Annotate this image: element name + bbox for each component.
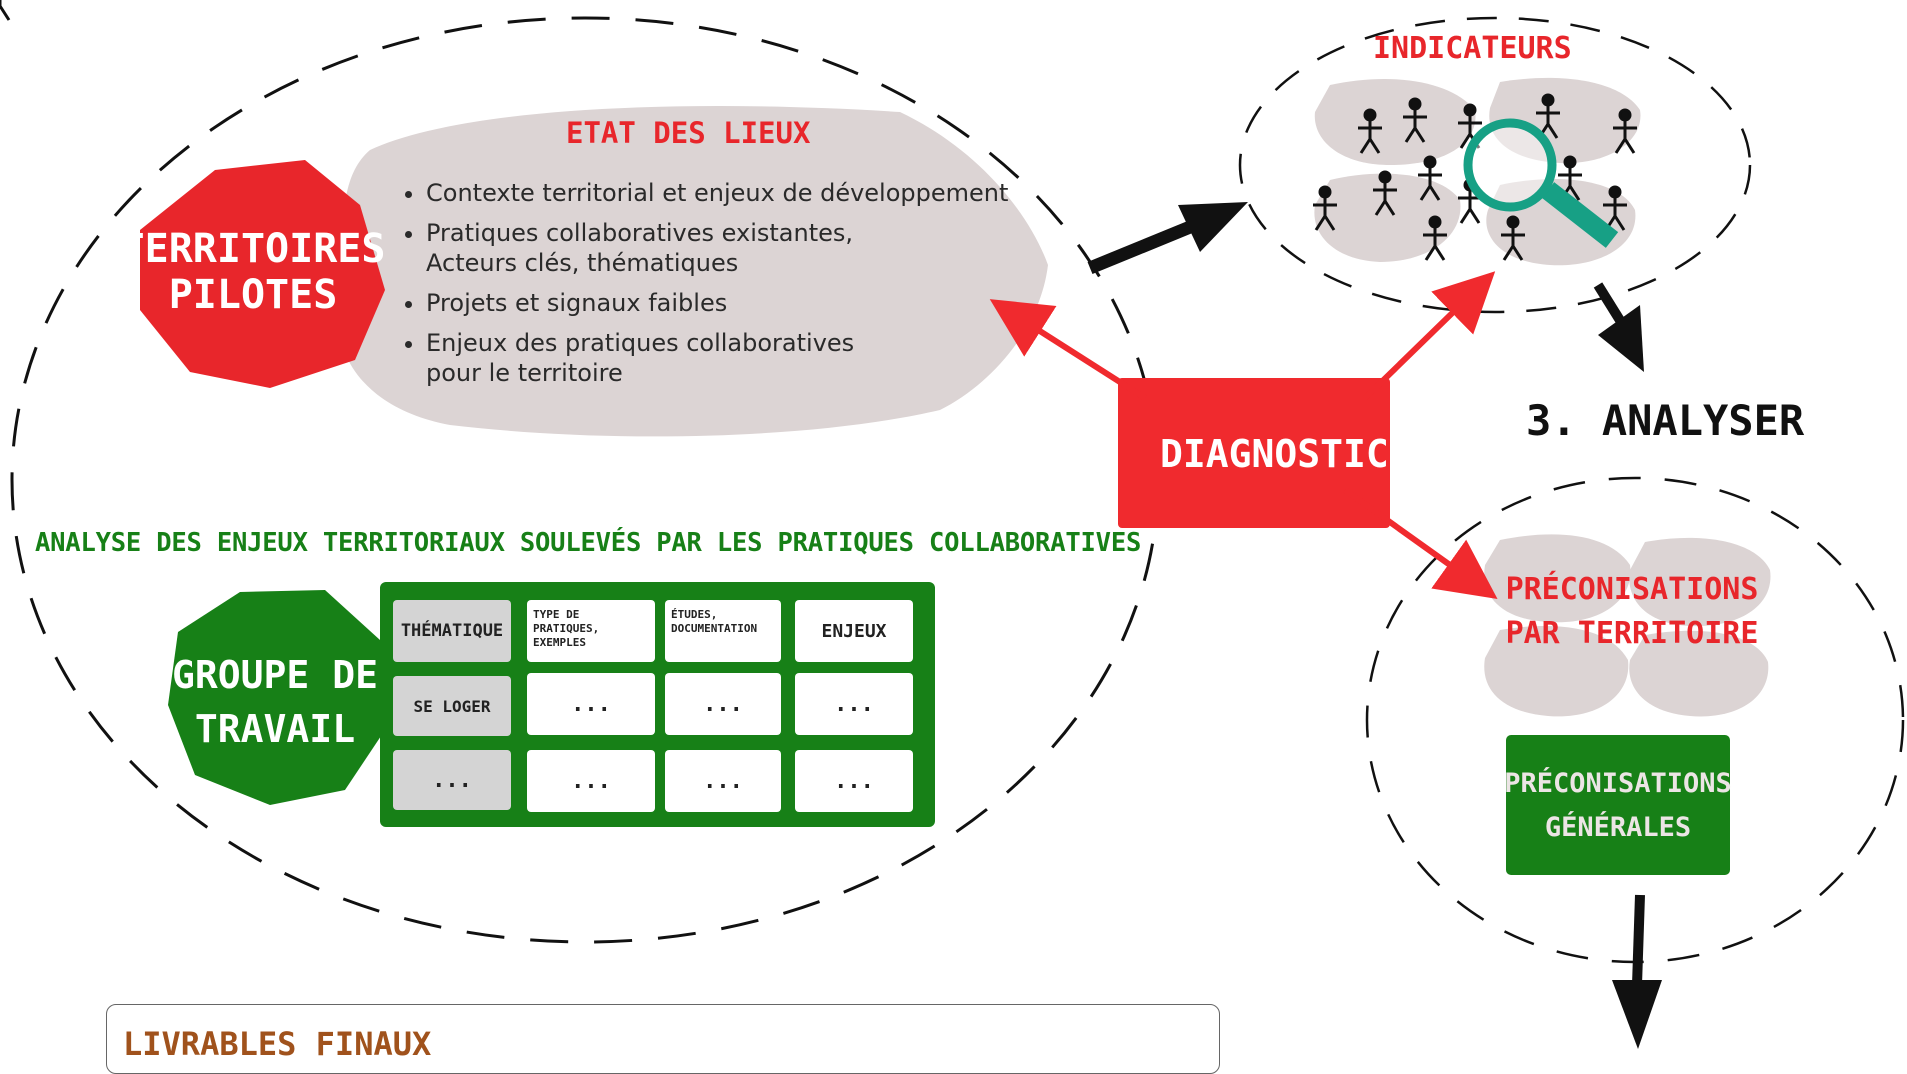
table-cell: ...	[393, 750, 511, 810]
preconisations-generales-box	[1506, 735, 1730, 875]
preco-generales-line1: PRÉCONISATIONS	[1504, 768, 1732, 799]
livrables-box: LIVRABLES FINAUX	[106, 1004, 1220, 1074]
indicateurs-title: INDICATEURS	[1373, 31, 1572, 66]
indicateur-people	[0, 0, 1639, 262]
table-header-cell: TYPE DE PRATIQUES, EXEMPLES	[527, 600, 655, 662]
diagnostic-label: DIAGNOSTIC	[1160, 432, 1389, 476]
preco-generales-line2: GÉNÉRALES	[1544, 812, 1692, 843]
diagram-graphics	[0, 0, 1905, 1049]
etat-des-lieux-blob	[338, 106, 1048, 437]
preconisations-blobs	[1484, 534, 1771, 717]
magnifier-icon	[1463, 118, 1619, 248]
table-cell: ...	[527, 673, 655, 735]
table-header-cell: ÉTUDES, DOCUMENTATION	[665, 600, 781, 662]
territoires-line1: TERRITOIRES	[120, 226, 386, 272]
livrables-title: LIVRABLES FINAUX	[123, 1025, 432, 1063]
preco-territoire-line2: PAR TERRITOIRE	[1505, 616, 1759, 651]
table-cell: SE LOGER	[393, 676, 511, 736]
preco-territoire-line1: PRÉCONISATIONS	[1505, 572, 1759, 607]
etat-item: Projets et signaux faibles	[426, 288, 1046, 318]
red-arrows	[989, 271, 1498, 599]
table-cell: ...	[527, 750, 655, 812]
diagnostic-box	[1118, 378, 1390, 528]
etat-des-lieux-title: ETAT DES LIEUX	[566, 116, 811, 150]
etat-des-lieux-list: Contexte territorial et enjeux de dévelo…	[398, 178, 1046, 398]
etat-item: Contexte territorial et enjeux de dévelo…	[426, 178, 1046, 208]
table-cell: ...	[795, 750, 913, 812]
analyse-title: ANALYSE DES ENJEUX TERRITORIAUX SOULEVÉS…	[35, 528, 1142, 558]
preconisations-generales-label: PRÉCONISATIONS GÉNÉRALES	[1504, 762, 1732, 850]
table-cell: ...	[665, 750, 781, 812]
preconisations-dashed-ellipse	[1365, 476, 1905, 964]
groupe-line2: TRAVAIL	[194, 707, 356, 751]
table-header-cell: THÉMATIQUE	[393, 600, 511, 662]
territoires-pilotes-label: TERRITOIRES PILOTES	[121, 226, 386, 318]
etat-item: Pratiques collaboratives existantes, Act…	[426, 218, 1046, 278]
table-cell: ...	[795, 673, 913, 735]
analyser-label: 3. ANALYSER	[1526, 396, 1805, 445]
table-header-cell: ENJEUX	[795, 600, 913, 662]
groupe-de-travail-shape	[168, 590, 385, 805]
table-cell: ...	[665, 673, 781, 735]
etat-item: Enjeux des pratiques collaboratives pour…	[426, 328, 1046, 388]
territoires-line2: PILOTES	[168, 272, 338, 318]
black-arrows	[1087, 202, 1662, 1049]
territoires-pilotes-shape	[140, 160, 385, 388]
groupe-de-travail-label: GROUPE DE TRAVAIL	[172, 648, 378, 756]
preconisations-territoire-label: PRÉCONISATIONS PAR TERRITOIRE	[1506, 568, 1759, 656]
diagnostic-diagram: TERRITOIRES PILOTES ETAT DES LIEUX Conte…	[0, 0, 1907, 1049]
groupe-line1: GROUPE DE	[172, 653, 378, 697]
